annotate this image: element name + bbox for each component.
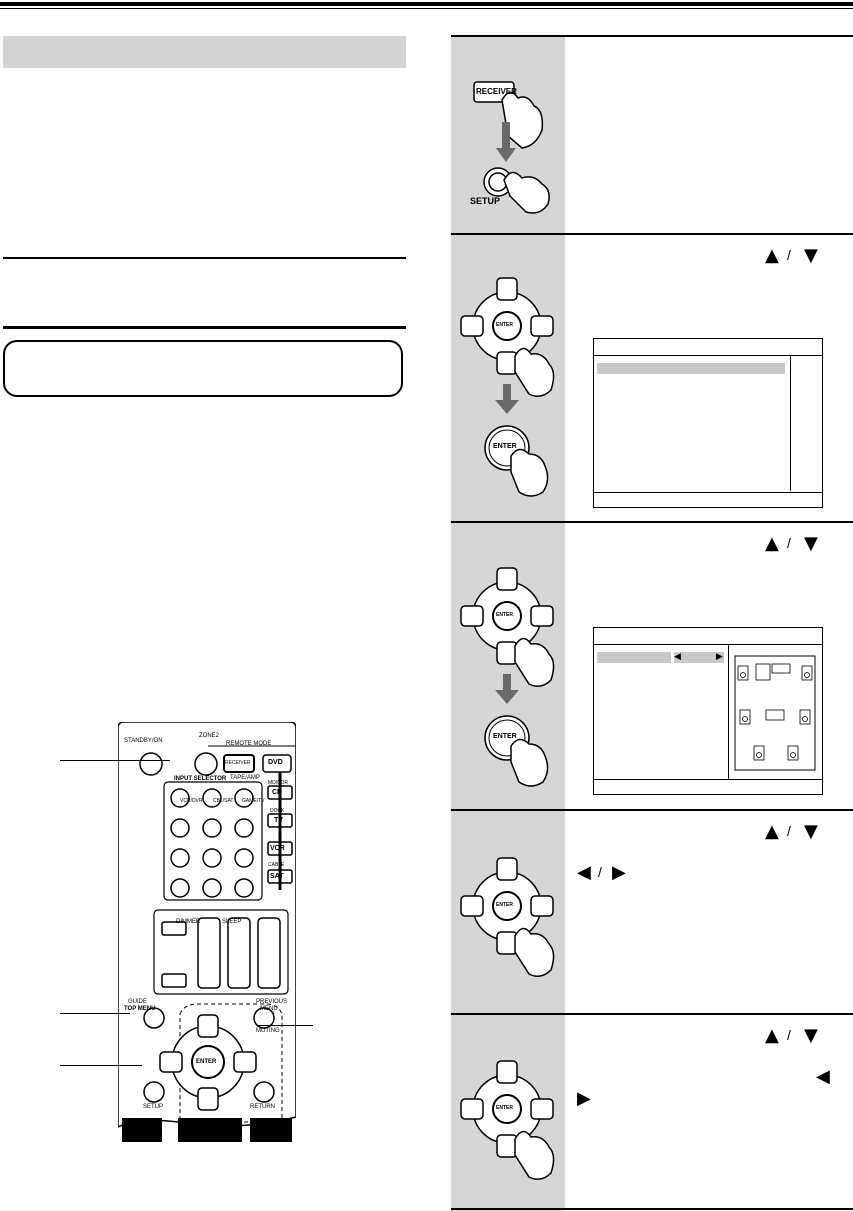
step2-enter-button[interactable]: ENTER: [493, 443, 517, 450]
step1-setup-label: SETUP: [470, 196, 501, 206]
step4-right-arrow-icon: ▶: [612, 862, 626, 883]
remote-setup-label: SETUP: [143, 1104, 164, 1110]
input-selector-label: INPUT SELECTOR: [174, 776, 227, 782]
num-key-label-1: VCR/DVR: [180, 798, 203, 804]
step3-arrow-separator: /: [787, 535, 791, 551]
step5-arrow-separator: /: [787, 1027, 791, 1043]
tv-mode-button[interactable]: TV: [274, 817, 283, 824]
step-separator-4: [451, 1013, 853, 1015]
guide-label: GUIDE: [128, 999, 148, 1005]
setting-item-highlight[interactable]: [597, 652, 671, 663]
receiver-button[interactable]: RECEIVER: [225, 760, 251, 766]
page-top-rule: [0, 2, 853, 6]
step4-left-arrow-icon: ◀: [577, 862, 591, 883]
step3-up-arrow-icon: ▲: [765, 533, 779, 554]
dvd-button[interactable]: DVD: [268, 759, 283, 766]
sleep-label: SLEEP: [222, 919, 242, 925]
note-box: [3, 340, 403, 397]
step3-down-arrow-icon: ▼: [804, 533, 818, 554]
muting-label: MUTING: [256, 1028, 280, 1034]
step3-cursor-enter-graphic: [460, 567, 555, 787]
menu-item-highlight[interactable]: [597, 363, 785, 374]
setup-menu-screen: [593, 338, 823, 508]
screen-footer: [594, 779, 822, 794]
cd-button[interactable]: CD: [272, 789, 283, 796]
dimmer-label: DIMMER: [176, 919, 201, 925]
screen-divider: [728, 645, 729, 780]
section-title-bar: [3, 36, 406, 68]
screen-scrollbar-divider: [790, 356, 791, 491]
tape-amp-label: TAPE/AMP: [230, 775, 260, 781]
speaker-setup-screen: ◀ ▶: [593, 627, 823, 795]
screen-footer: [594, 492, 822, 507]
callout-line-arrows: [258, 1025, 313, 1026]
top-menu-label: TOP MENU: [124, 1006, 156, 1012]
num-key-label-3: GAME/TV: [242, 798, 265, 804]
step-separator-0: [451, 35, 853, 37]
cable-label: CABLE: [268, 862, 285, 868]
md-cdr-label: MD/CDR: [268, 780, 288, 786]
remote-zone2-label: ZONE2: [199, 733, 220, 739]
dock-label: DOCK: [270, 808, 285, 814]
screen-header: [594, 628, 822, 645]
step1-receiver-button[interactable]: RECEIVER: [476, 87, 517, 96]
step2-down-arrow-icon: ▼: [804, 245, 818, 266]
step1-receiver-setup-graphic: [473, 81, 550, 214]
step4-up-arrow-icon: ▲: [765, 821, 779, 842]
remote-mode-label: REMOTE MODE: [226, 741, 272, 747]
step2-arrow-separator: /: [787, 247, 791, 263]
value-right-arrow-icon: ▶: [716, 651, 723, 661]
remote-control-illustration: [118, 722, 296, 1142]
step-separator-3: [451, 809, 853, 811]
page-top-rule-thin: [0, 8, 853, 9]
step-separator-2: [451, 521, 853, 523]
sat-button[interactable]: SAT: [270, 873, 284, 880]
callout-line-enter: [60, 1013, 130, 1014]
menu-label: MENU: [260, 1006, 278, 1012]
step2-cursor-enter-graphic: [460, 277, 555, 497]
step4-arrow-separator: /: [787, 823, 791, 839]
step-separator-5: [451, 1208, 853, 1210]
screen-header: [594, 339, 822, 356]
step5-down-arrow-icon: ▼: [804, 1025, 818, 1046]
num-key-label-2: CBL/SAT: [213, 798, 234, 804]
section-divider-thick: [3, 326, 406, 329]
step4-pad-enter[interactable]: ENTER: [496, 902, 513, 908]
step2-up-arrow-icon: ▲: [765, 245, 779, 266]
step4-cursor-pad-graphic: [460, 857, 555, 977]
step3-enter-button[interactable]: ENTER: [493, 733, 517, 740]
step3-pad-enter[interactable]: ENTER: [496, 612, 513, 618]
step4-down-arrow-icon: ▼: [804, 821, 818, 842]
step-separator-1: [451, 233, 853, 235]
value-left-arrow-icon: ◀: [674, 651, 681, 661]
remote-enter-button[interactable]: ENTER: [196, 1059, 217, 1065]
step5-pad-enter[interactable]: ENTER: [496, 1105, 513, 1111]
return-label: RETURN: [250, 1104, 275, 1110]
step5-up-arrow-icon: ▲: [765, 1025, 779, 1046]
step5-left-arrow-icon: ◀: [816, 1066, 830, 1087]
section-divider: [3, 257, 406, 259]
setting-value-highlight[interactable]: [674, 652, 724, 663]
speaker-layout-diagram: [734, 655, 816, 771]
callout-line-setup: [60, 1065, 142, 1066]
remote-standby-label: STANDBY/ON: [124, 738, 163, 744]
vcr-button[interactable]: VCR: [270, 845, 285, 852]
callout-line-receiver: [60, 760, 170, 761]
step5-right-arrow-icon: ▶: [577, 1088, 591, 1109]
step4-lr-separator: /: [598, 864, 602, 880]
previous-label: PREVIOUS: [256, 999, 288, 1005]
step2-pad-enter[interactable]: ENTER: [496, 322, 513, 328]
step5-cursor-pad-graphic: [460, 1060, 555, 1180]
